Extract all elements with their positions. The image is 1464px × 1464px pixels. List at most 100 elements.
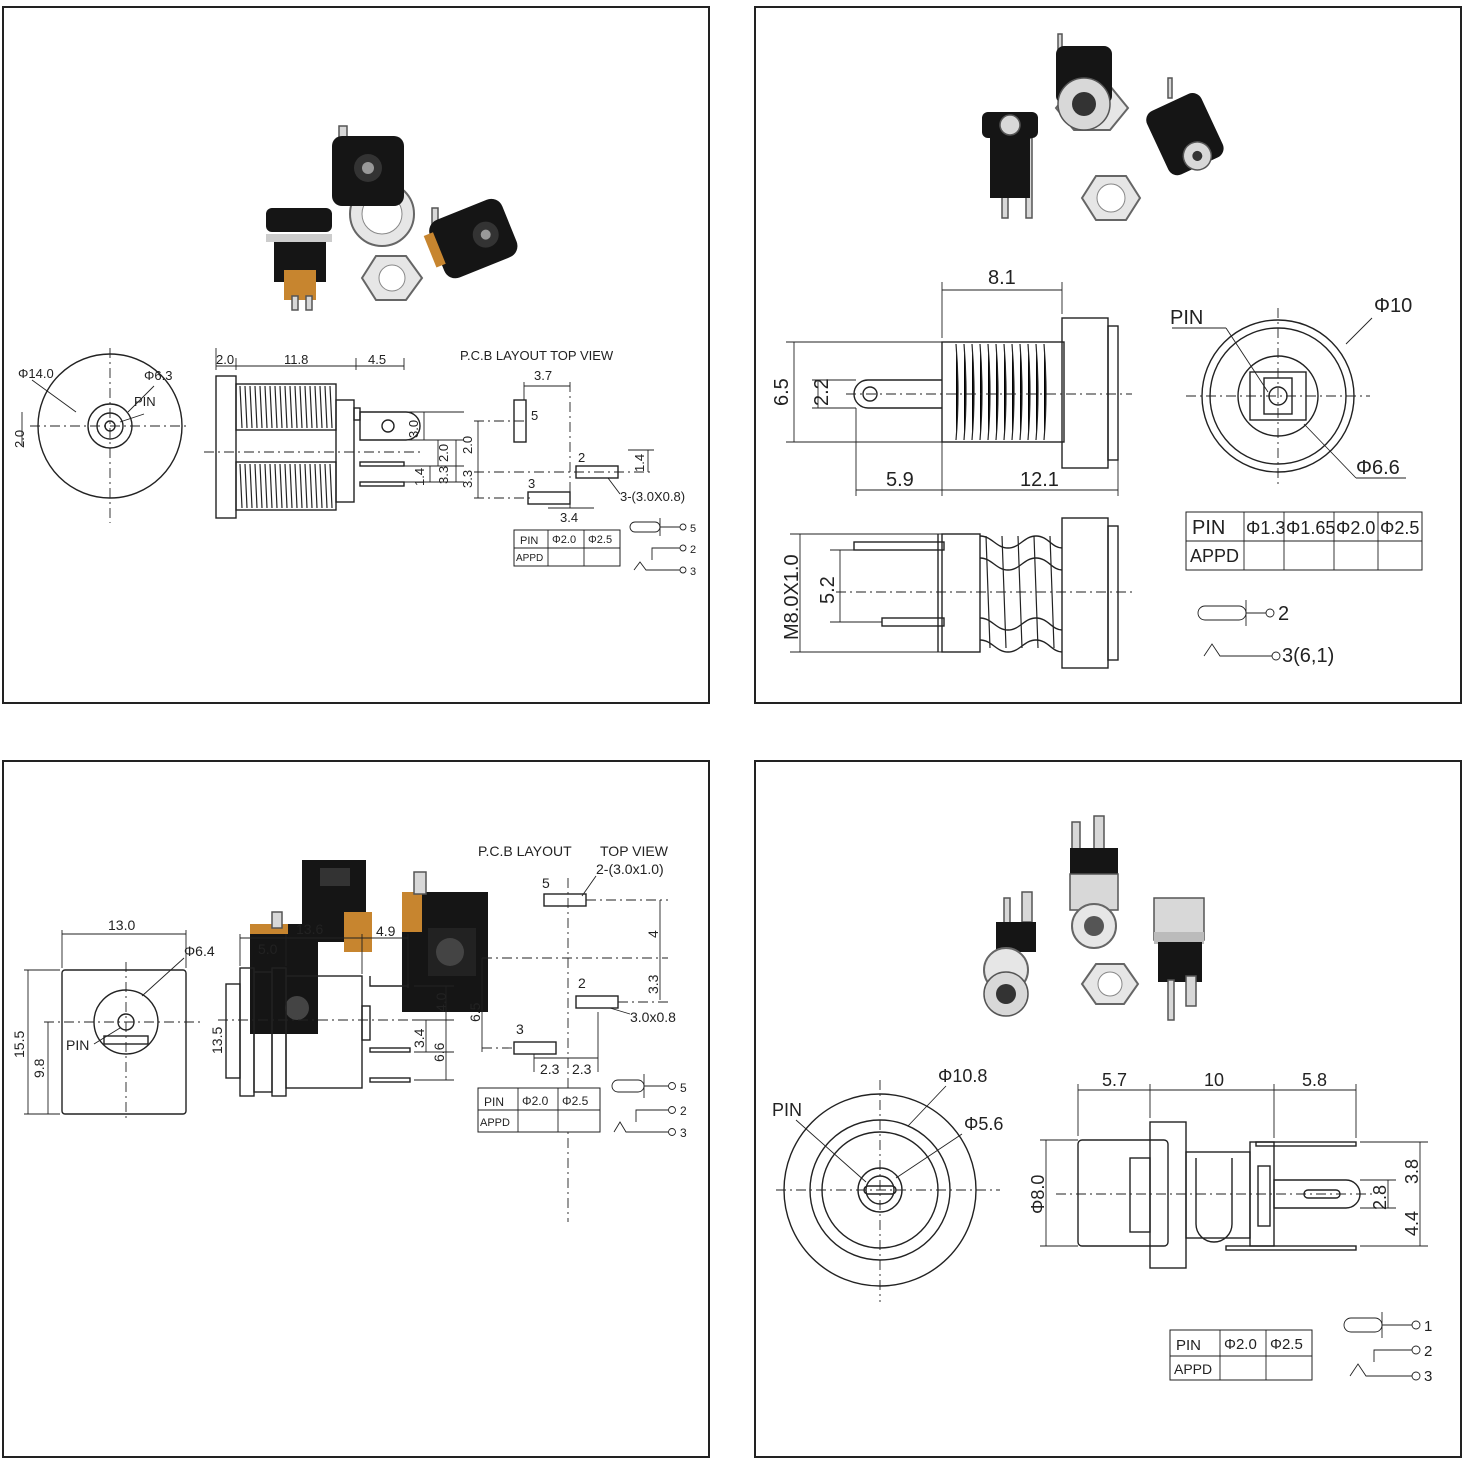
pcb-slot-note-2: 3.0x0.8	[630, 1009, 676, 1025]
table-appd-label: APPD	[1190, 546, 1239, 566]
front-view: Φ14.0 Φ6.3 PIN 2.0	[12, 348, 190, 523]
front-height-dim: 15.5	[11, 1031, 27, 1058]
pcb-dim-h2: 3.3	[460, 470, 475, 488]
schem-n1: 1	[1424, 1318, 1432, 1335]
pcb-dim-v2: 3.3	[645, 974, 661, 994]
side-dim-r3: 3.3	[436, 466, 451, 484]
pin-schematic: 1 2 3	[1343, 1312, 1432, 1385]
table-col-3: Φ2.0	[1336, 518, 1375, 538]
table-appd-label: APPD	[480, 1117, 510, 1129]
table-col-1: Φ1.3	[1246, 518, 1285, 538]
side-dim-a: 5.7	[1102, 1070, 1127, 1090]
panel-round-jack-14mm: Φ14.0 Φ6.3 PIN 2.0 2.0 11.8 4.5	[2, 6, 710, 704]
pcb-layout: P.C.B LAYOUT TOP VIEW 2-(3.0x1.0) 5 4 3.…	[467, 843, 676, 1222]
pcb-dim-b2: 2.3	[572, 1061, 592, 1077]
schem-n2: 2	[690, 544, 696, 556]
product-photo	[250, 860, 488, 1034]
panel-square-jack: 13.0 Φ6.4 15.5 9.8 PIN 13.6 5.0 4.9 13.5	[2, 760, 710, 1458]
pcb-slot-note: 3-(3.0X0.8)	[620, 489, 685, 504]
front-pin-label: PIN	[772, 1100, 802, 1120]
pcb-pin5: 5	[531, 408, 538, 423]
pcb-pin5: 5	[542, 875, 550, 891]
front-diameter-inner: Φ6.3	[144, 368, 172, 383]
pin-appd-table: PIN Φ1.3 Φ1.65 Φ2.0 Φ2.5 APPD	[1185, 511, 1423, 571]
panel-round-jack-10mm: 8.1 6.5 2.2 5.9 12.1 PIN Φ10 Φ6.6	[754, 6, 1462, 704]
front-diameter-outer: Φ10.8	[938, 1066, 987, 1086]
side-view: 8.1 6.5 2.2 5.9 12.1	[771, 267, 1132, 496]
pin-appd-table: PIN Φ2.0 Φ2.5 APPD	[1169, 1329, 1313, 1381]
schem-n3: 3	[690, 566, 696, 578]
front-height-dim: 2.0	[12, 430, 27, 448]
side-dim-c: 4.5	[368, 352, 386, 367]
front-pin-label: PIN	[1170, 307, 1203, 329]
schem-n3: 3	[680, 1126, 687, 1140]
pcb-title: P.C.B LAYOUT	[478, 843, 572, 859]
bottom-pin-spacing: 5.2	[817, 576, 839, 604]
pcb-dim-b1: 2.3	[540, 1061, 560, 1077]
diagram-round-jack-10mm: 8.1 6.5 2.2 5.9 12.1 PIN Φ10 Φ6.6	[771, 33, 1423, 669]
side-dim-h2: 2.2	[811, 378, 833, 406]
front-view: PIN Φ10 Φ6.6	[1170, 295, 1412, 486]
diagram-square-jack: 13.0 Φ6.4 15.5 9.8 PIN 13.6 5.0 4.9 13.5	[11, 843, 687, 1222]
side-dim-h1: 6.5	[771, 378, 793, 406]
side-dim-c: 5.8	[1302, 1070, 1327, 1090]
side-dim-r1: 3.0	[406, 420, 421, 438]
table-col-1: Φ2.0	[1224, 1336, 1257, 1353]
front-diameter-inner: Φ5.6	[964, 1114, 1003, 1134]
front-diameter-outer: Φ14.0	[18, 366, 54, 381]
table-appd-label: APPD	[516, 553, 543, 564]
front-view: 13.0 Φ6.4 15.5 9.8 PIN	[11, 917, 215, 1122]
side-view: 5.7 10 5.8 Φ8.0 2.8 3.8 4.4	[1028, 1070, 1428, 1269]
side-dim-r4: 1.4	[412, 468, 427, 486]
front-view: PIN Φ10.8 Φ5.6	[772, 1066, 1003, 1302]
pcb-dim-h1: 2.0	[460, 436, 475, 454]
schem-n5: 5	[690, 523, 696, 535]
side-dim-c: 4.9	[376, 923, 396, 939]
front-diameter-outer: Φ10	[1374, 295, 1412, 317]
pin-appd-table: PIN Φ2.0 Φ2.5 APPD	[513, 529, 621, 567]
pcb-pin3: 3	[528, 476, 535, 491]
schem-n5: 5	[680, 1081, 687, 1095]
pin-appd-table: PIN Φ2.0 Φ2.5 APPD	[477, 1087, 601, 1133]
diagram-round-jack-14mm: Φ14.0 Φ6.3 PIN 2.0 2.0 11.8 4.5	[12, 125, 696, 578]
product-photo	[983, 815, 1205, 1021]
side-dim-b: 11.8	[284, 352, 308, 367]
side-view: 13.6 5.0 4.9 13.5 4.0 3.4 6.6	[209, 921, 454, 1097]
table-col-2: Φ2.5	[562, 1094, 589, 1108]
pin-schematic: 5 2 3	[629, 518, 696, 578]
diagram-metal-jack: PIN Φ10.8 Φ5.6 5.7 10 5.8 Φ8.0	[772, 815, 1432, 1385]
product-photo	[266, 125, 518, 311]
side-dim-r3: 6.6	[431, 1042, 447, 1062]
pcb-dim-h3: 1.4	[632, 454, 647, 472]
side-diameter: Φ8.0	[1028, 1175, 1048, 1214]
side-dim-top: 8.1	[988, 267, 1016, 289]
pcb-dim-v3: 6.5	[467, 1002, 483, 1022]
pcb-dim-w1: 3.7	[534, 368, 552, 383]
pcb-pin2: 2	[578, 450, 585, 465]
table-col-2: Φ1.65	[1286, 518, 1335, 538]
side-dim-a: 5.0	[258, 941, 278, 957]
pin-schematic: 5 2 3	[611, 1074, 687, 1140]
bottom-thread-spec: M8.0X1.0	[781, 554, 803, 640]
table-appd-label: APPD	[1174, 1361, 1212, 1377]
side-dim-r1: 3.8	[1402, 1159, 1422, 1184]
side-dim-r1: 4.0	[433, 992, 449, 1012]
table-pin-header: PIN	[1192, 517, 1225, 539]
side-dim-r2: 3.4	[411, 1028, 427, 1048]
side-dim-a: 2.0	[216, 352, 234, 367]
table-pin-header: PIN	[484, 1095, 504, 1109]
schem-n3: 3	[1424, 1368, 1432, 1385]
pcb-layout: P.C.B LAYOUT TOP VIEW 3.7 5 2 3 2.0 3.3 …	[460, 348, 685, 525]
side-dim-r3: 4.4	[1402, 1211, 1422, 1236]
schem-n3: 3(6,1)	[1282, 645, 1334, 667]
table-col-1: Φ2.0	[552, 534, 576, 546]
panel-metal-jack: PIN Φ10.8 Φ5.6 5.7 10 5.8 Φ8.0	[754, 760, 1462, 1458]
pcb-pin2: 2	[578, 975, 586, 991]
schem-n2: 2	[1278, 603, 1289, 625]
thread-hatching	[239, 385, 333, 509]
front-pin-label: PIN	[134, 394, 156, 409]
bottom-view: M8.0X1.0 5.2	[781, 517, 1132, 669]
side-dim-r2: 2.8	[1370, 1185, 1390, 1210]
pcb-title: P.C.B LAYOUT TOP VIEW	[460, 348, 614, 363]
table-pin-header: PIN	[1176, 1337, 1201, 1354]
